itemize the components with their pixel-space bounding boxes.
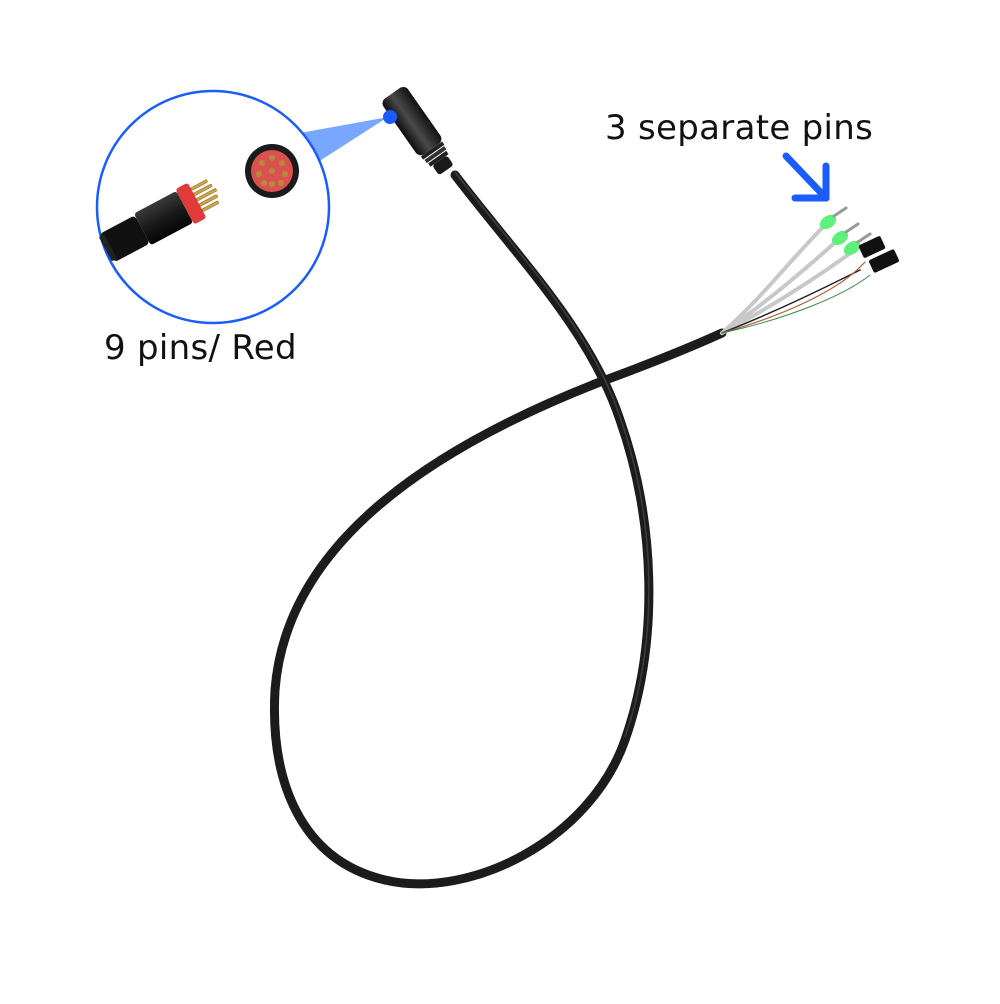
split-wires [720,220,871,335]
cable [269,170,727,889]
pins-color-label: 9 pins/ Red [104,328,297,368]
green-sleeves [819,214,861,256]
callout-beam [300,117,388,162]
callout-anchor-dot [383,110,397,124]
black-plugs [858,236,899,273]
separate-pins-label: 3 separate pins [605,108,874,148]
magnifier-circle [95,89,331,325]
pin-terminals [832,206,872,244]
female-socket [245,144,299,198]
arrow-icon [782,152,830,202]
connector-head [382,86,453,175]
male-connector [99,179,219,261]
